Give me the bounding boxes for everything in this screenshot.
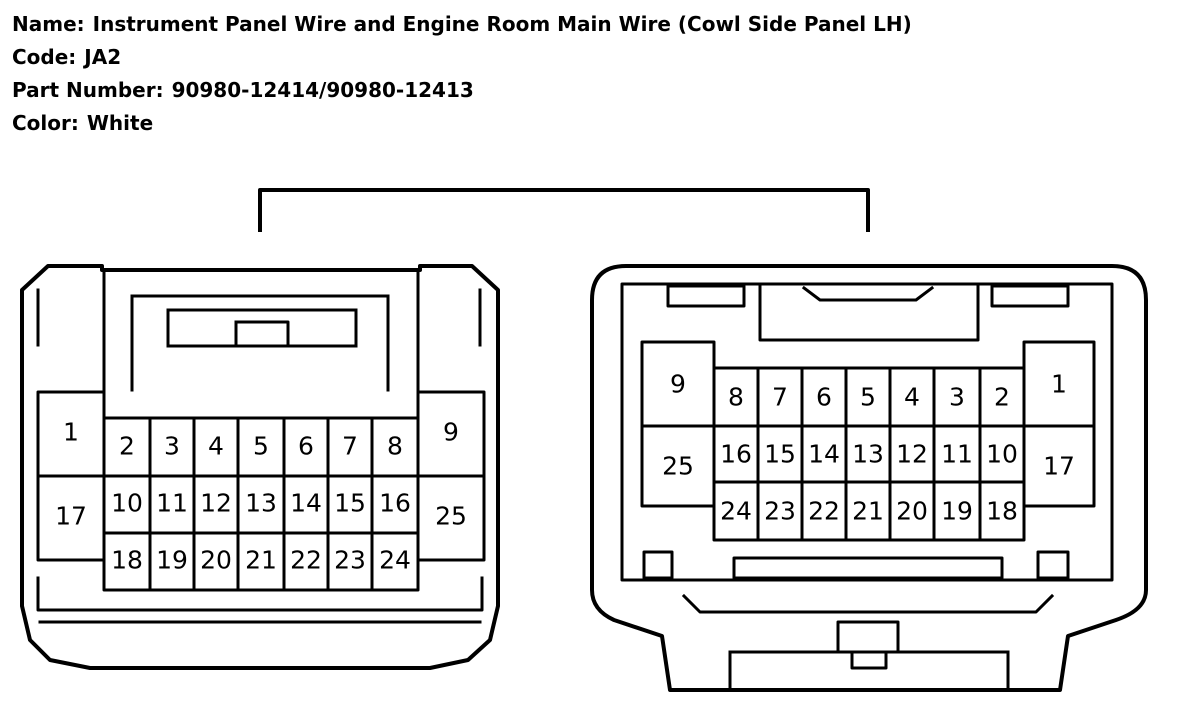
left-pin-5: 5 — [253, 432, 269, 461]
code-label: Code: — [12, 45, 77, 69]
right-pin-13: 13 — [852, 440, 884, 469]
right-pin-16: 16 — [720, 440, 752, 469]
left-pin-13: 13 — [245, 489, 277, 518]
right-connector-housing — [590, 264, 1148, 692]
right-pin-25: 25 — [662, 452, 694, 481]
code-row: Code: JA2 — [12, 41, 912, 74]
name-row: Name: Instrument Panel Wire and Engine Ro… — [12, 8, 912, 41]
left-pin-17: 17 — [55, 502, 87, 531]
left-pin-7: 7 — [342, 432, 358, 461]
left-pin-14: 14 — [290, 489, 322, 518]
left-pin-22: 22 — [290, 546, 322, 575]
color-value: White — [86, 111, 154, 135]
right-pin-15: 15 — [764, 440, 796, 469]
left-pin-9: 9 — [443, 418, 459, 447]
right-pin-14: 14 — [808, 440, 840, 469]
right-pin-1: 1 — [1051, 370, 1067, 399]
right-pin-4: 4 — [904, 383, 920, 412]
right-pin-18: 18 — [986, 497, 1018, 526]
right-pin-3: 3 — [949, 383, 965, 412]
right-pin-17: 17 — [1043, 452, 1075, 481]
left-pin-19: 19 — [156, 546, 188, 575]
connector-info-header: Name: Instrument Panel Wire and Engine Ro… — [12, 8, 912, 140]
left-pin-4: 4 — [208, 432, 224, 461]
right-pin-20: 20 — [896, 497, 928, 526]
left-pin-11: 11 — [156, 489, 188, 518]
right-pin-5: 5 — [860, 383, 876, 412]
left-pin-2: 2 — [119, 432, 135, 461]
right-pin-11: 11 — [941, 440, 973, 469]
part-number-label: Part Number: — [12, 78, 164, 102]
left-pin-20: 20 — [200, 546, 232, 575]
name-label: Name: — [12, 12, 85, 36]
left-pin-24: 24 — [379, 546, 411, 575]
right-pin-10: 10 — [986, 440, 1018, 469]
left-pin-18: 18 — [111, 546, 143, 575]
pair-bracket-line — [258, 188, 870, 232]
right-pin-2: 2 — [994, 383, 1010, 412]
left-pin-8: 8 — [387, 432, 403, 461]
right-pin-23: 23 — [764, 497, 796, 526]
left-pin-1: 1 — [63, 418, 79, 447]
right-pin-19: 19 — [941, 497, 973, 526]
color-row: Color: White — [12, 107, 912, 140]
right-pin-8: 8 — [728, 383, 744, 412]
right-pin-12: 12 — [896, 440, 928, 469]
left-pin-23: 23 — [334, 546, 366, 575]
left-pin-25: 25 — [435, 502, 467, 531]
right-pin-6: 6 — [816, 383, 832, 412]
right-pin-9: 9 — [670, 370, 686, 399]
left-pin-3: 3 — [164, 432, 180, 461]
name-value: Instrument Panel Wire and Engine Room Ma… — [92, 12, 912, 36]
left-pin-15: 15 — [334, 489, 366, 518]
code-value: JA2 — [84, 45, 122, 69]
left-pin-16: 16 — [379, 489, 411, 518]
left-pin-12: 12 — [200, 489, 232, 518]
right-pin-21: 21 — [852, 497, 884, 526]
left-pin-21: 21 — [245, 546, 277, 575]
right-pin-7: 7 — [772, 383, 788, 412]
right-pin-22: 22 — [808, 497, 840, 526]
left-pin-6: 6 — [298, 432, 314, 461]
right-pin-24: 24 — [720, 497, 752, 526]
color-label: Color: — [12, 111, 79, 135]
left-pin-10: 10 — [111, 489, 143, 518]
part-number-value: 90980-12414/90980-12413 — [171, 78, 474, 102]
part-number-row: Part Number: 90980-12414/90980-12413 — [12, 74, 912, 107]
left-connector-housing — [20, 264, 500, 670]
